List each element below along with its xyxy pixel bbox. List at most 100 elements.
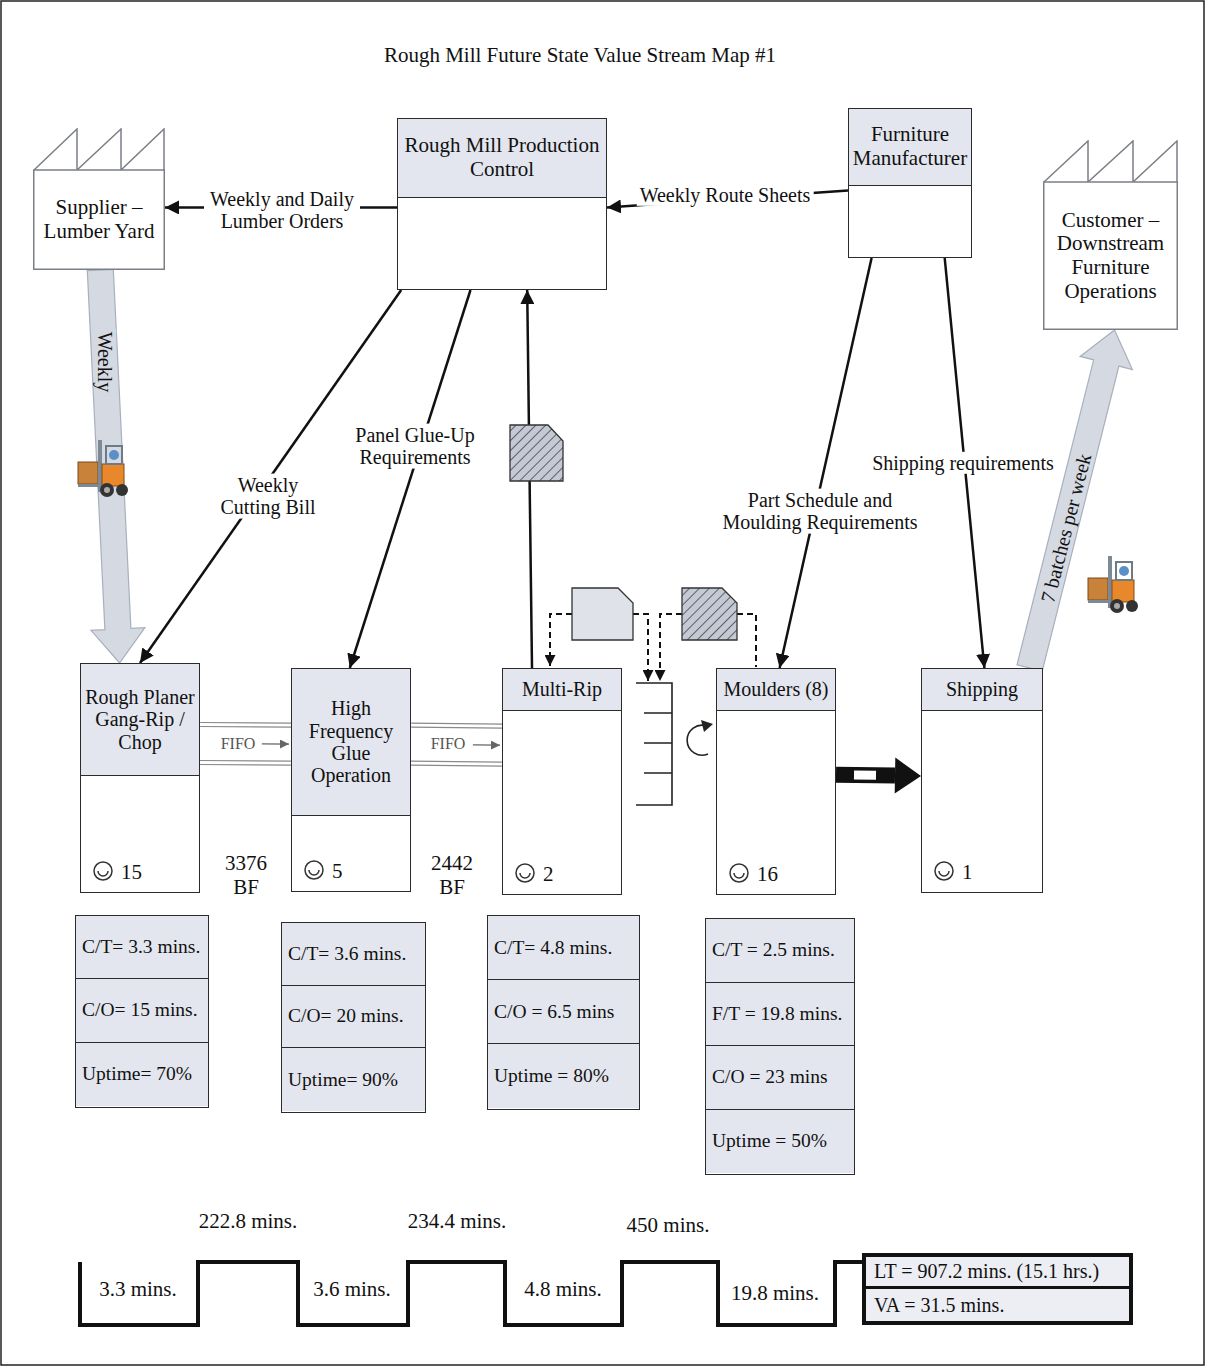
process-data: Uptime = 50% — [706, 1110, 854, 1174]
operator-icon — [302, 858, 326, 882]
process-data: C/T= 4.8 mins. — [488, 916, 639, 980]
process-title: Multi-Rip — [503, 669, 621, 711]
data-box: C/T= 3.3 mins.C/O= 15 mins.Uptime= 70% — [75, 915, 209, 1108]
fifo-lane — [200, 723, 291, 766]
edge-label: Shipping requirements — [869, 452, 1057, 474]
forklift-driver — [1119, 566, 1129, 576]
timeline-value: 234.4 mins. — [408, 1210, 507, 1234]
forklift-hub — [104, 487, 110, 493]
inventory-amount: 2442 BF — [427, 852, 477, 899]
edge-label: Weekly and Daily Lumber Orders — [204, 188, 360, 233]
lead-time-value: VA = 31.5 mins. — [866, 1289, 1129, 1321]
factory-name: Supplier – Lumber Yard — [35, 196, 163, 243]
factory-label-area: Supplier – Lumber Yard — [35, 172, 163, 268]
operator-count: 15 — [121, 861, 142, 884]
process-box: Multi-Rip2 — [502, 668, 622, 895]
operator-head — [516, 864, 534, 882]
data-box: C/T = 2.5 mins.F/T = 19.8 mins.C/O = 23 … — [705, 918, 855, 1175]
process-data: C/T= 3.6 mins. — [282, 923, 425, 986]
supermarket-shelf — [644, 713, 672, 773]
fifo-label: FIFO — [428, 735, 469, 753]
box-title: Rough Mill Production Control — [398, 119, 606, 198]
operator-icon — [932, 859, 956, 883]
edge-label: Weekly — [94, 329, 116, 396]
factory-label-area: Customer – Downstream Furniture Operatio… — [1045, 184, 1176, 328]
edge-label: Part Schedule and Moulding Requirements — [715, 489, 925, 534]
edge-label: Weekly Route Sheets — [637, 184, 814, 206]
forklift-fork — [1088, 600, 1110, 603]
fifo-lane-line — [411, 727, 502, 728]
fifo-lane-line — [200, 760, 291, 762]
timeline-ladder — [80, 1262, 862, 1325]
process-title: Rough Planer Gang-Rip / Chop — [81, 664, 199, 776]
information-flow — [140, 290, 401, 663]
fifo-lane-line — [411, 765, 502, 766]
process-box: High Frequency Glue Operation5 — [291, 668, 411, 892]
operator-count: 5 — [332, 860, 343, 883]
timeline-value: 3.3 mins. — [99, 1278, 177, 1302]
timeline-value: 4.8 mins. — [524, 1278, 602, 1302]
operator-icon — [727, 861, 751, 885]
forklift-driver — [109, 450, 119, 460]
shipment-arrow-body — [1017, 330, 1132, 671]
process-data: C/O = 6.5 mins — [488, 980, 639, 1044]
push-arrow-shaft — [836, 767, 895, 784]
process-data: C/O = 23 mins — [706, 1046, 854, 1110]
forklift-body — [1112, 580, 1134, 602]
process-data: C/T = 2.5 mins. — [706, 919, 854, 983]
production-kanban — [682, 588, 737, 640]
control-box: Rough Mill Production Control — [397, 118, 607, 290]
process-box: Rough Planer Gang-Rip / Chop 15 — [80, 663, 200, 893]
lead-time-box: LT = 907.2 mins. (15.1 hrs.)VA = 31.5 mi… — [862, 1253, 1133, 1325]
timeline-value: 222.8 mins. — [199, 1210, 298, 1234]
forklift-icon — [1088, 556, 1138, 613]
operator-body — [734, 873, 744, 878]
fifo-direction — [262, 743, 289, 744]
factory-roof — [34, 129, 164, 170]
diagram-title: Rough Mill Future State Value Stream Map… — [384, 43, 776, 68]
kanban-dashed-line — [660, 614, 682, 681]
process-data: Uptime = 80% — [488, 1044, 639, 1108]
data-box: C/T= 4.8 mins.C/O = 6.5 minsUptime = 80% — [487, 915, 640, 1110]
fifo-label: FIFO — [218, 735, 259, 753]
information-line — [140, 290, 401, 663]
shipment-arrow — [1017, 330, 1132, 671]
process-data: Uptime= 70% — [76, 1043, 208, 1106]
factory-name: Customer – Downstream Furniture Operatio… — [1045, 209, 1176, 303]
fifo-lane-line — [200, 722, 291, 724]
information-flow — [350, 290, 471, 668]
process-box: Moulders (8)16 — [716, 668, 836, 895]
operator-head — [935, 862, 953, 880]
information-line — [350, 290, 471, 668]
process-data: C/O= 15 mins. — [76, 979, 208, 1042]
fifo-direction — [473, 744, 500, 746]
process-box: Shipping1 — [921, 668, 1043, 893]
withdrawal-loop-head — [701, 720, 713, 732]
fifo-lane-line — [200, 726, 291, 728]
manufacturer-box: Furniture Manufacturer — [848, 108, 972, 258]
information-line — [780, 258, 872, 668]
box-title: Furniture Manufacturer — [849, 109, 971, 186]
push-arrow-stripe — [854, 771, 876, 780]
operator-body — [520, 873, 530, 878]
edge-label: Weekly Cutting Bill — [212, 474, 324, 519]
process-data: C/T= 3.3 mins. — [76, 916, 208, 979]
factory-roof — [1044, 141, 1177, 182]
factory-wall — [1044, 182, 1178, 329]
customer-factory: Customer – Downstream Furniture Operatio… — [1043, 140, 1178, 330]
forklift-cargo — [78, 462, 98, 484]
forklift-icon — [78, 440, 128, 497]
operator-head — [94, 862, 112, 880]
edge-label: Panel Glue-Up Requirements — [350, 424, 480, 469]
kanban-dashed-line — [633, 614, 648, 681]
forklift-wheel — [1126, 600, 1138, 612]
fifo-lane-line — [411, 723, 502, 724]
forklift-cargo — [1088, 578, 1108, 600]
forklift-cage — [106, 446, 122, 464]
timeline-value: 19.8 mins. — [731, 1282, 819, 1306]
timeline-value: 450 mins. — [627, 1214, 710, 1238]
operator-icon — [513, 861, 537, 885]
process-data: F/T = 19.8 mins. — [706, 983, 854, 1047]
process-title: Moulders (8) — [717, 669, 835, 711]
